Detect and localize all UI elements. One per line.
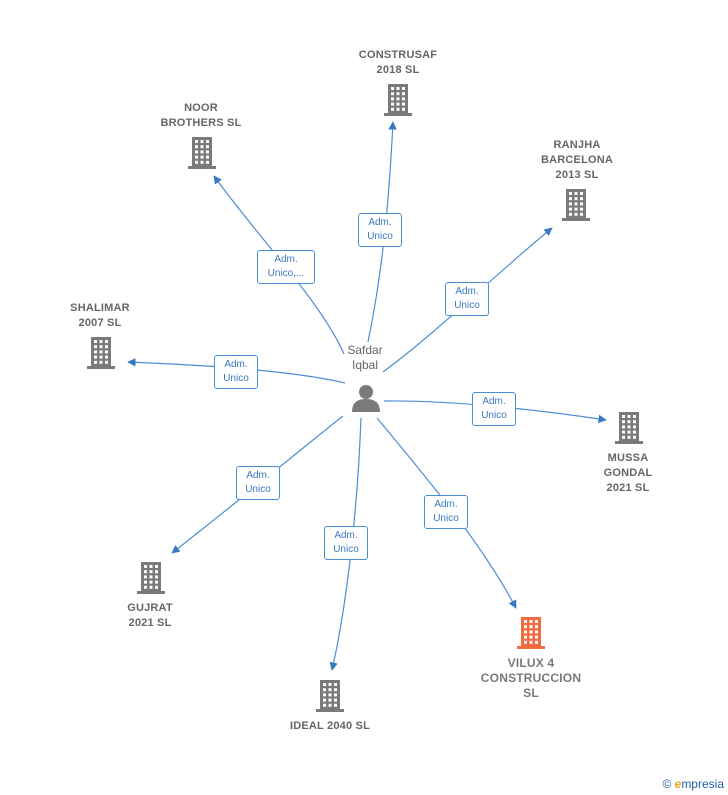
relation-badge-shalimar[interactable]: Adm. Unico bbox=[214, 355, 258, 389]
building-icon[interactable] bbox=[613, 411, 645, 445]
person-name[interactable]: Safdar Iqbal bbox=[347, 343, 383, 372]
company-label-mussa[interactable]: MUSSA GONDAL 2021 SL bbox=[603, 452, 653, 494]
relation-badge-ideal[interactable]: Adm. Unico bbox=[324, 526, 368, 560]
building-icon[interactable] bbox=[135, 561, 167, 595]
person-icon[interactable] bbox=[350, 383, 382, 413]
building-icon[interactable] bbox=[515, 616, 547, 650]
relation-badge-construsaf[interactable]: Adm. Unico bbox=[358, 213, 402, 247]
company-label-ranjha[interactable]: RANJHA BARCELONA 2013 SL bbox=[540, 139, 614, 181]
company-label-construsaf[interactable]: CONSTRUSAF 2018 SL bbox=[358, 49, 438, 76]
company-label-vilux[interactable]: VILUX 4 CONSTRUCCION SL bbox=[480, 656, 582, 700]
company-label-gujrat[interactable]: GUJRAT 2021 SL bbox=[127, 602, 173, 629]
relation-badge-gujrat[interactable]: Adm. Unico bbox=[236, 466, 280, 500]
building-icon[interactable] bbox=[186, 136, 218, 170]
company-label-noor[interactable]: NOOR BROTHERS SL bbox=[160, 102, 242, 129]
relation-badge-ranjha[interactable]: Adm. Unico bbox=[445, 282, 489, 316]
relation-badge-vilux[interactable]: Adm. Unico bbox=[424, 495, 468, 529]
relation-badge-noor[interactable]: Adm. Unico,... bbox=[257, 250, 315, 284]
company-label-shalimar[interactable]: SHALIMAR 2007 SL bbox=[70, 302, 130, 329]
relation-badge-mussa[interactable]: Adm. Unico bbox=[472, 392, 516, 426]
building-icon[interactable] bbox=[560, 188, 592, 222]
building-icon[interactable] bbox=[382, 83, 414, 117]
building-icon[interactable] bbox=[314, 679, 346, 713]
building-icon[interactable] bbox=[85, 336, 117, 370]
empresia-logo: © empresia bbox=[662, 777, 724, 791]
company-label-ideal[interactable]: IDEAL 2040 SL bbox=[289, 720, 371, 732]
